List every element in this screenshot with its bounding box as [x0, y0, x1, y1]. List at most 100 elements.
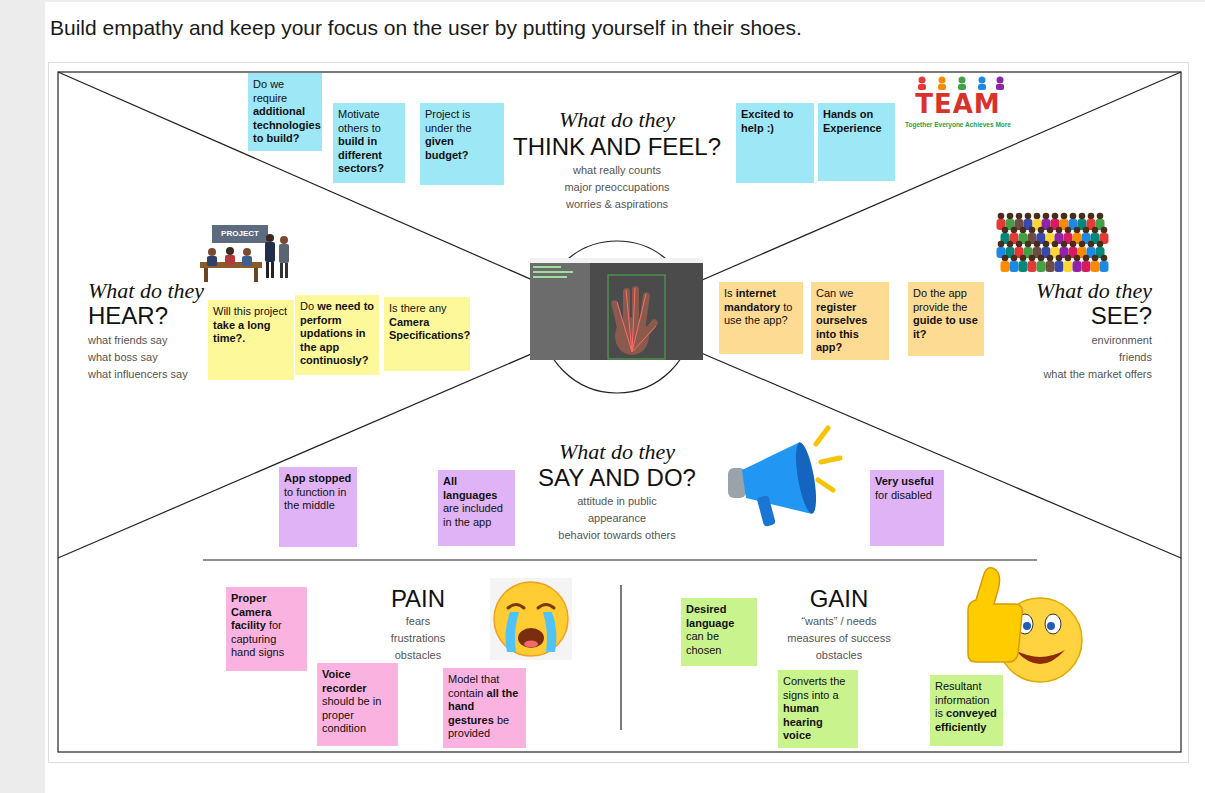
person-head: [1038, 255, 1045, 262]
note-text: Converts the signs into a human hearing …: [783, 675, 853, 743]
note-word: this: [234, 305, 251, 317]
quadrant-hint: environment: [1012, 333, 1152, 347]
note-word: into: [812, 689, 830, 701]
team-person: [918, 77, 926, 91]
note-word: the: [455, 516, 470, 528]
note-word: to: [364, 300, 374, 312]
note-word: perform: [300, 314, 342, 326]
person-head: [243, 248, 251, 256]
note-text: Is there any Camera Specifications?: [389, 302, 465, 343]
person-head: [939, 77, 946, 84]
note-word: Camera: [389, 316, 429, 328]
person-head: [959, 77, 966, 84]
sticky-note: Very useful for disabled: [870, 470, 944, 546]
project-illustration: [200, 225, 289, 282]
person-head: [1097, 213, 1104, 220]
emoji-eye: [1045, 614, 1061, 634]
person-head: [1011, 255, 1018, 262]
note-text: Will this project take a long time?.: [213, 305, 289, 346]
divider-line: [203, 559, 1037, 560]
note-word: any: [429, 302, 447, 314]
note-word: signs: [259, 646, 285, 658]
person-head: [1052, 241, 1059, 248]
note-word: language: [686, 617, 734, 629]
note-word: that: [481, 673, 499, 685]
screenshot-ground: [530, 258, 703, 360]
note-word: Can: [816, 287, 836, 299]
note-word: App: [284, 472, 305, 484]
sticky-note: Do we require additional technologies to…: [248, 73, 322, 151]
crowd-person: [1010, 255, 1019, 272]
person-head: [1070, 241, 1077, 248]
person-head: [1088, 241, 1095, 248]
note-word: Model: [448, 673, 478, 685]
sticky-note: Voice recorder should be in proper condi…: [317, 663, 398, 746]
note-word: to: [783, 108, 793, 120]
note-word: long: [247, 319, 270, 331]
note-word: Do: [300, 300, 314, 312]
note-word: there: [401, 302, 426, 314]
project-board: [212, 225, 268, 243]
note-word: given: [425, 135, 454, 147]
person-head: [226, 247, 234, 255]
note-word: the: [300, 341, 317, 353]
quadrant-hint: what boss say: [88, 350, 206, 364]
note-text: All languages are included in the app: [443, 475, 510, 529]
note-word: provided: [448, 727, 490, 739]
sticky-note: Is internet mandatory to use the app?: [719, 282, 803, 354]
emoji-pupil: [1023, 622, 1031, 630]
quadrant-hint: what really counts: [537, 163, 697, 177]
team-person: [958, 77, 966, 91]
board-text: PROJECT: [213, 229, 267, 239]
note-word: condition: [322, 722, 366, 734]
sound-ray: [821, 458, 840, 462]
section-hint: obstacles: [774, 648, 904, 662]
note-word: useful: [901, 475, 933, 487]
sticky-note: All languages are included in the app: [438, 470, 515, 546]
person-head: [1034, 213, 1041, 220]
team-person: [996, 77, 1004, 91]
note-text: Desired language can be chosen: [686, 603, 752, 657]
note-word: this: [839, 328, 859, 340]
person-head: [919, 77, 926, 84]
person-body: [1064, 261, 1073, 272]
crowd-person: [1037, 255, 1046, 272]
note-text: Do we require additional technologies to…: [253, 78, 317, 146]
table-leg: [204, 268, 208, 282]
note-word: chosen: [686, 644, 721, 656]
note-word: Is: [724, 287, 733, 299]
person-head: [1074, 255, 1081, 262]
note-word: human: [783, 702, 819, 714]
team-figures: [918, 77, 1004, 91]
note-word: All: [443, 475, 457, 487]
quadrant-hint: attitude in public: [532, 494, 702, 508]
note-word: for: [875, 489, 888, 501]
note-word: signs: [783, 689, 809, 701]
person-head: [1047, 255, 1054, 262]
screenshot-titlebar: [530, 258, 703, 263]
note-word: require: [253, 92, 287, 104]
note-word: help: [741, 122, 764, 134]
person-head: [1083, 227, 1090, 234]
note-word: all: [487, 687, 499, 699]
emoji-smile: [1015, 650, 1065, 664]
sound-ray: [816, 428, 828, 444]
note-word: included: [462, 502, 503, 514]
person-head: [1038, 227, 1045, 234]
thumb: [640, 318, 659, 340]
note-text: Motivate others to build in different se…: [338, 108, 400, 176]
person-head: [1079, 241, 1086, 248]
sticky-note: Project is under the given budget?: [420, 103, 504, 185]
section-hint: measures of success: [774, 631, 904, 645]
person-head: [1043, 213, 1050, 220]
person-leg: [266, 262, 269, 278]
person-body: [1100, 261, 1109, 272]
note-word: Do: [913, 287, 927, 299]
note-word: capturing: [231, 633, 276, 645]
note-word: Hands: [823, 108, 857, 120]
person-head: [1092, 255, 1099, 262]
quadrant-hint: appearance: [532, 511, 702, 525]
sticky-note: Proper Camera facility for capturing han…: [226, 587, 307, 671]
crowd-person: [1064, 255, 1073, 272]
note-word: in: [373, 695, 382, 707]
